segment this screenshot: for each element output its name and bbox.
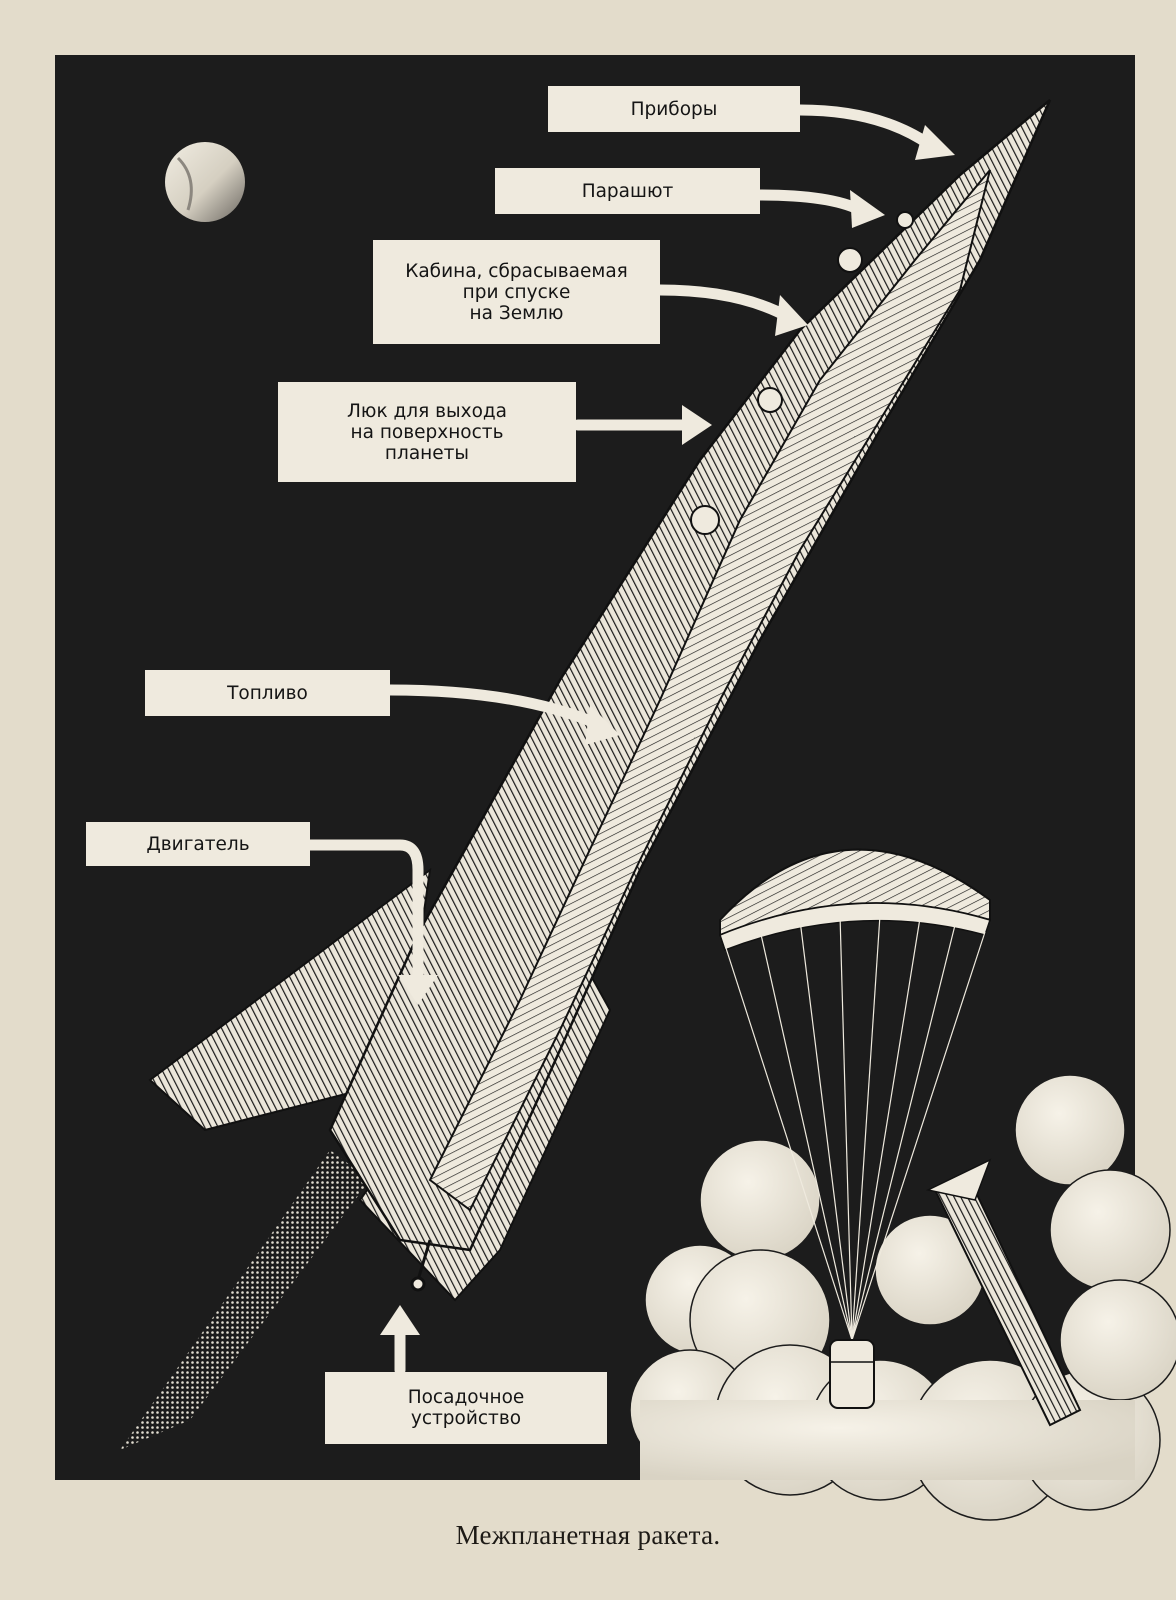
- label-hatch: Люк для выхода на поверхность планеты: [278, 382, 576, 482]
- callout-arrows: [304, 104, 936, 1376]
- moon-icon: [165, 142, 245, 222]
- label-landing-gear: Посадочное устройство: [325, 1372, 607, 1444]
- clouds: [629, 1074, 1176, 1521]
- figure-caption: Межпланетная ракета.: [455, 1520, 721, 1550]
- falling-rocket-stage: [925, 1158, 1082, 1427]
- landing-leg: [410, 1239, 432, 1292]
- label-instruments: Приборы: [548, 86, 800, 132]
- exhaust-plume: [120, 1150, 370, 1450]
- arrowheads: [380, 125, 955, 1335]
- parachute-icon: [719, 848, 991, 1409]
- cabin-windows: [690, 211, 914, 535]
- rocket-cutaway-interior: [428, 169, 991, 1212]
- label-fuel: Топливо: [145, 670, 390, 716]
- label-engine: Двигатель: [86, 822, 310, 866]
- label-parachute: Парашют: [495, 168, 760, 214]
- label-cabin: Кабина, сбрасываемая при спуске на Землю: [373, 240, 660, 344]
